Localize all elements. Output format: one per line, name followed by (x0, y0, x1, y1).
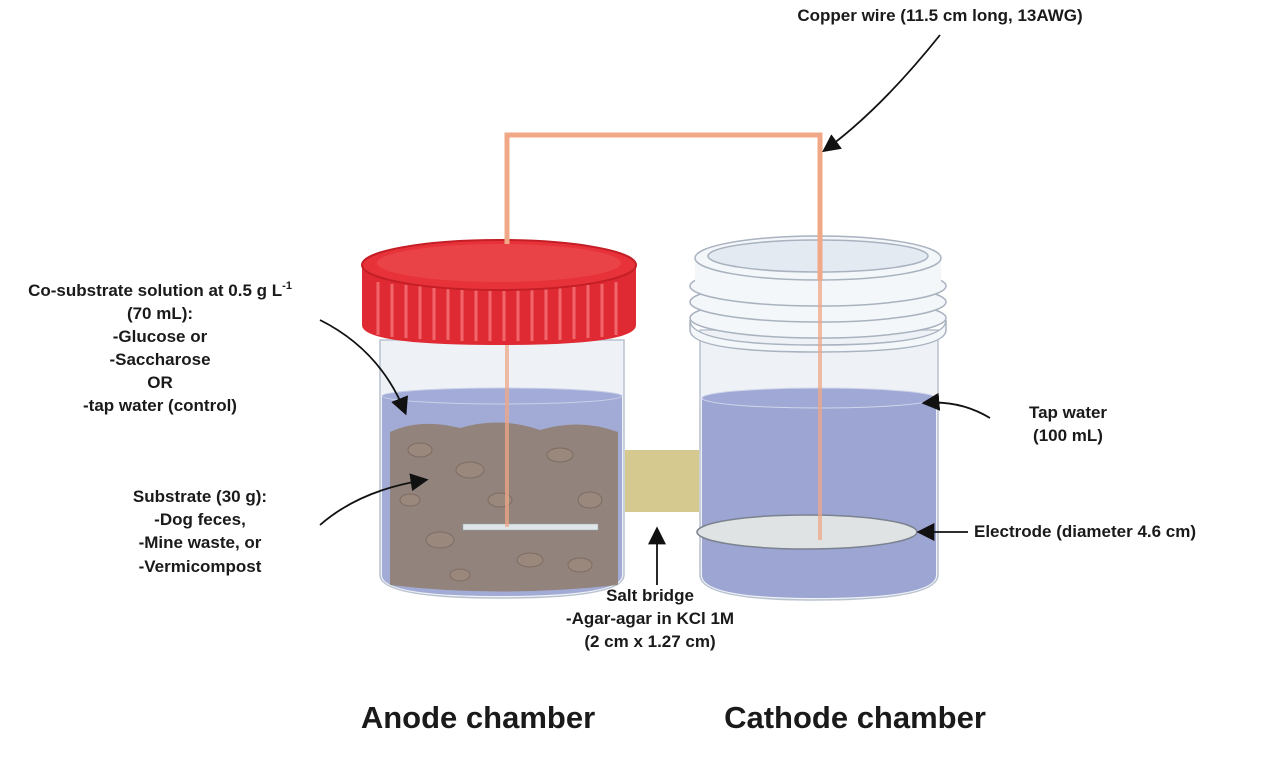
substrate-label-line3: -Mine waste, or (139, 533, 262, 552)
substrate-label-line1: Substrate (30 g): (133, 487, 267, 506)
cathode-chamber-title: Cathode chamber (724, 700, 986, 735)
salt-bridge-label-line3: (2 cm x 1.27 cm) (584, 632, 715, 651)
salt-bridge (625, 450, 699, 512)
cosubstrate-label-line3: -Glucose or (113, 327, 208, 346)
cathode-electrode (696, 514, 918, 550)
salt-bridge-label-line1: Salt bridge (606, 586, 694, 605)
tap-water-label-line1: Tap water (1029, 403, 1107, 422)
cosubstrate-label-line1: Co-substrate solution at 0.5 g L-1 (28, 280, 292, 300)
anode-electrode (462, 523, 599, 531)
copper-wire-label: Copper wire (11.5 cm long, 13AWG) (797, 6, 1082, 25)
anode-jar (379, 339, 625, 599)
annotation-arrows (319, 34, 991, 585)
cosubstrate-label-line2: (70 mL): (127, 304, 193, 323)
substrate-label-line4: -Vermicompost (139, 557, 262, 576)
electrode-label: Electrode (diameter 4.6 cm) (974, 522, 1196, 541)
red-cap (361, 239, 637, 345)
cosubstrate-label-line6: -tap water (control) (83, 396, 237, 415)
cosubstrate-label-line4: -Saccharose (109, 350, 210, 369)
substrate-label-line2: -Dog feces, (154, 510, 246, 529)
anode-chamber-title: Anode chamber (361, 700, 595, 735)
copper-wire (504, 132, 823, 280)
tap-water-label-line2: (100 mL) (1033, 426, 1103, 445)
salt-bridge-label-line2: -Agar-agar in KCl 1M (566, 609, 734, 628)
cosubstrate-label-line5: OR (147, 373, 173, 392)
